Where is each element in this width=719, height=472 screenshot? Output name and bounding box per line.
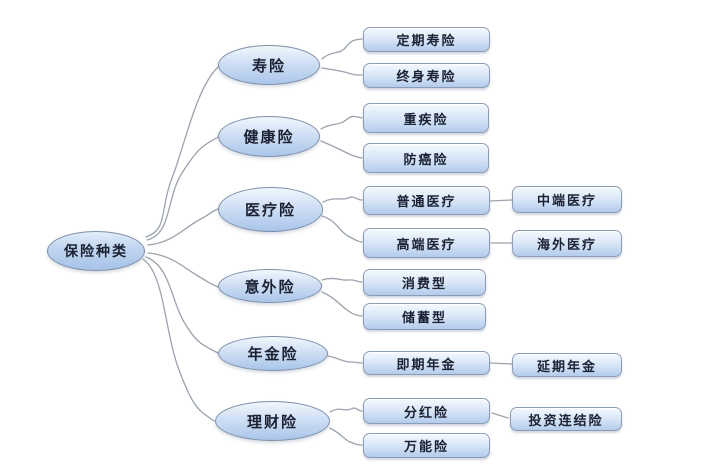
connector-medical-general bbox=[322, 196, 363, 203]
node-branch-accident[interactable]: 意外险 bbox=[218, 269, 322, 303]
node-leaf-participating[interactable]: 分红险 bbox=[363, 398, 490, 424]
connector-root-wealth bbox=[142, 258, 215, 422]
connector-wealth-universal bbox=[329, 427, 363, 446]
connector-health-cancer bbox=[320, 140, 363, 159]
node-leaf-deferred-annuity[interactable]: 延期年金 bbox=[512, 353, 622, 377]
connector-accident-consumer bbox=[321, 277, 363, 283]
node-leaf-immediate-annuity[interactable]: 即期年金 bbox=[363, 351, 490, 375]
node-leaf-savings[interactable]: 储蓄型 bbox=[363, 303, 486, 330]
connector-life-term bbox=[321, 38, 363, 60]
node-leaf-high-end-medical[interactable]: 高端医疗 bbox=[363, 228, 490, 258]
connector-medical-highend bbox=[321, 215, 363, 243]
connector-accident-savings bbox=[321, 291, 363, 317]
connector-life-whole bbox=[321, 67, 363, 76]
node-root[interactable]: 保险种类 bbox=[47, 231, 145, 271]
connector-root-accident bbox=[147, 252, 219, 288]
node-leaf-cancer[interactable]: 防癌险 bbox=[363, 143, 489, 173]
node-branch-health[interactable]: 健康险 bbox=[218, 116, 320, 157]
connector-wealth-participating bbox=[329, 407, 363, 413]
node-branch-annuity[interactable]: 年金险 bbox=[218, 336, 328, 371]
node-leaf-critical-illness[interactable]: 重疾险 bbox=[363, 103, 489, 133]
node-leaf-investment-linked[interactable]: 投资连结险 bbox=[510, 407, 622, 431]
connector-root-annuity bbox=[145, 256, 219, 354]
node-branch-medical[interactable]: 医疗险 bbox=[218, 187, 323, 232]
connector-root-medical bbox=[147, 208, 219, 246]
connector-annuity-immediate bbox=[327, 355, 363, 364]
node-branch-life[interactable]: 寿险 bbox=[218, 45, 320, 85]
node-leaf-overseas-medical[interactable]: 海外医疗 bbox=[512, 230, 622, 257]
connector-general-midend bbox=[489, 199, 513, 202]
connector-root-health bbox=[146, 136, 219, 241]
node-leaf-consumer[interactable]: 消费型 bbox=[363, 269, 486, 296]
node-leaf-universal[interactable]: 万能险 bbox=[363, 433, 490, 458]
node-leaf-general-medical[interactable]: 普通医疗 bbox=[363, 186, 490, 215]
node-leaf-whole-life[interactable]: 终身寿险 bbox=[363, 63, 490, 88]
node-leaf-term-life[interactable]: 定期寿险 bbox=[363, 27, 490, 52]
connector-participating-invest bbox=[491, 412, 509, 419]
connector-root-life bbox=[145, 66, 219, 238]
node-branch-wealth[interactable]: 理财险 bbox=[215, 401, 330, 441]
connector-health-critical bbox=[320, 115, 363, 130]
node-leaf-mid-end-medical[interactable]: 中端医疗 bbox=[512, 186, 622, 213]
connector-immediate-deferred bbox=[489, 362, 513, 365]
